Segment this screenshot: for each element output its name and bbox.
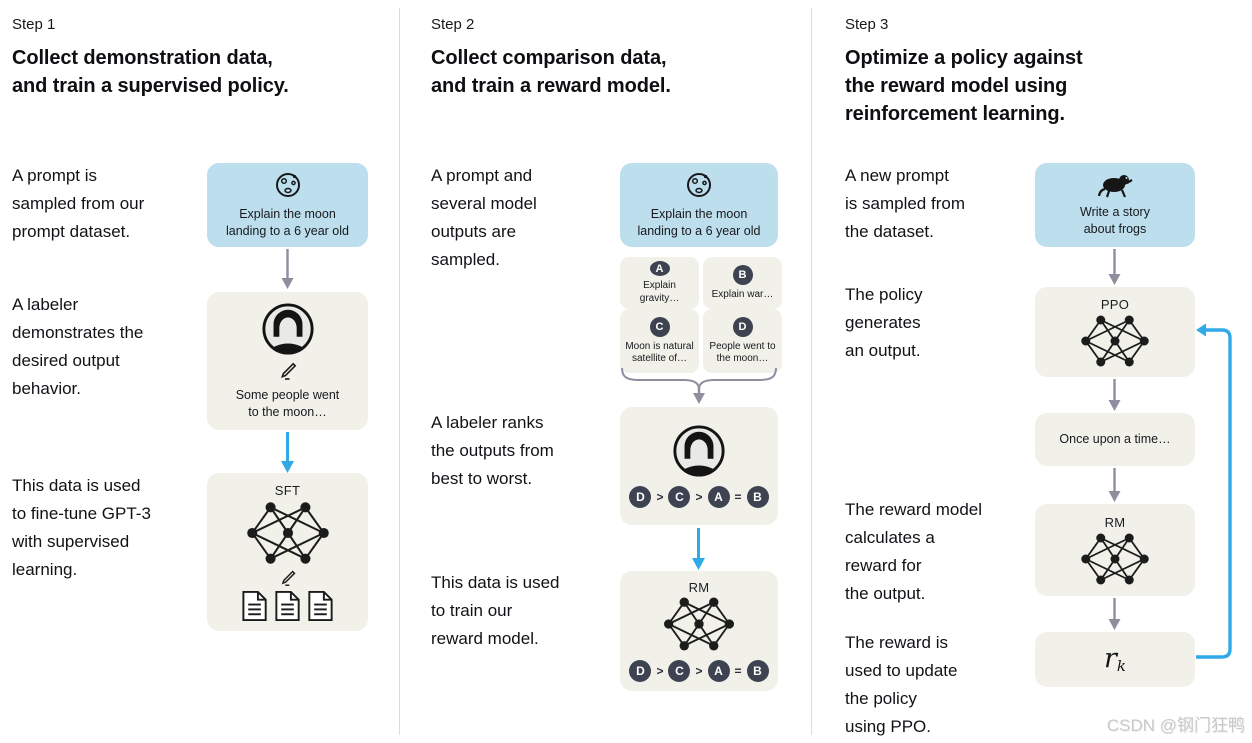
labeler-avatar-icon (673, 425, 725, 477)
output-card-b: B Explain war… (703, 257, 782, 309)
arrow-down-icon (1108, 598, 1121, 630)
reward-value: rk (1104, 643, 1126, 675)
rm-label: RM (1104, 514, 1126, 530)
neural-network-icon (1081, 533, 1149, 584)
output-text-c: Moon is natural satellite of… (625, 340, 694, 365)
rank-separator: > (695, 664, 703, 678)
step3-rm-box: RM (1035, 504, 1195, 596)
step1-labeler-box: Some people went to the moon… (207, 292, 368, 430)
output-card-a: A Explain gravity… (620, 257, 699, 309)
rank-badge: B (746, 486, 769, 508)
step2-title: Collect comparison data, and train a rew… (431, 47, 671, 97)
step2-caption-sampled: A prompt and several model outputs are s… (431, 166, 537, 269)
output-badge-c: C (649, 316, 670, 337)
output-badge-a: A (649, 261, 670, 276)
step2-prompt-box: Explain the moon landing to a 6 year old (620, 163, 778, 247)
step1-caption-prompt: A prompt is sampled from our prompt data… (12, 166, 145, 241)
step1-prompt-box: Explain the moon landing to a 6 year old (207, 163, 368, 247)
output-text-b: Explain war… (711, 288, 774, 300)
moon-icon (687, 173, 711, 197)
step3-prompt-box: Write a story about frogs (1035, 163, 1195, 247)
step2-caption-ranks: A labeler ranks the outputs from best to… (431, 413, 554, 488)
step3-label: Step 3 (845, 16, 889, 33)
step1-title: Collect demonstration data, and train a … (12, 47, 289, 97)
step2-label: Step 2 (431, 16, 475, 33)
step3-title: Optimize a policy against the reward mod… (845, 47, 1083, 125)
arrow-down-icon (281, 249, 294, 289)
step3-ppo-box: PPO (1035, 287, 1195, 377)
arrow-down-icon (1108, 379, 1121, 411)
step1-prompt-text: Explain the moon landing to a 6 year old (225, 207, 349, 238)
step3-caption-policy: The policy generates an output. (845, 285, 923, 360)
output-text-d: People went to the moon… (709, 340, 776, 365)
ppo-label: PPO (1100, 296, 1130, 312)
arrow-down-blue-icon (692, 528, 705, 570)
output-badge-d: D (732, 316, 753, 337)
ranking-row: D > C > A = B (629, 486, 769, 508)
sft-label: SFT (274, 482, 301, 498)
column-divider-2 (811, 8, 812, 735)
step1-caption-finetune: This data is used to fine-tune GPT-3 wit… (12, 476, 151, 579)
documents-icon (241, 590, 333, 621)
rank-badge: A (707, 486, 730, 508)
step1-caption-labeler: A labeler demonstrates the desired outpu… (12, 295, 144, 398)
step2-prompt-text: Explain the moon landing to a 6 year old (637, 207, 761, 238)
output-card-c: C Moon is natural satellite of… (620, 309, 699, 373)
output-text-a: Explain gravity… (639, 280, 680, 304)
rank-separator: > (695, 490, 703, 504)
neural-network-icon (664, 597, 734, 651)
step1-labeler-text: Some people went to the moon… (235, 387, 340, 419)
rm-label: RM (688, 580, 710, 595)
rank-separator: > (656, 490, 664, 504)
arrow-down-icon (1108, 249, 1121, 285)
step3-reward-box: rk (1035, 632, 1195, 687)
rank-separator: = (734, 490, 742, 504)
reward-subscript: k (1116, 657, 1126, 676)
step2-caption-train: This data is used to train our reward mo… (431, 573, 560, 648)
labeler-avatar-icon (261, 302, 314, 355)
ranking-row: D > C > A = B (629, 660, 769, 682)
step1-label: Step 1 (12, 16, 56, 33)
step3-caption-new-prompt: A new prompt is sampled from the dataset… (845, 166, 965, 241)
step3-caption-reward: The reward model calculates a reward for… (845, 500, 983, 603)
step1-sft-box: SFT (207, 473, 368, 631)
rank-badge: C (668, 486, 691, 508)
moon-icon (275, 173, 300, 197)
step3-prompt-text: Write a story about frogs (1080, 205, 1150, 236)
watermark: CSDN @钢门狂鸭 (1106, 716, 1245, 735)
step3-output-text: Once upon a time… (1059, 432, 1171, 446)
neural-network-icon (1081, 315, 1149, 366)
brace-merge-arrow-icon (621, 367, 777, 404)
arrow-down-icon (1108, 468, 1121, 502)
rank-separator: = (734, 664, 742, 678)
step3-caption-update: The reward is used to update the policy … (845, 633, 958, 736)
rank-badge: A (707, 660, 730, 682)
feedback-arrow-icon (1196, 323, 1232, 659)
step2-rm-box: RM D > C > A = B (620, 571, 778, 691)
pencil-icon (280, 362, 296, 380)
frog-icon (1097, 175, 1133, 198)
rank-badge: B (746, 660, 769, 682)
neural-network-icon (246, 501, 329, 564)
output-badge-b: B (732, 264, 753, 285)
rank-badge: D (629, 660, 652, 682)
rank-separator: > (656, 664, 664, 678)
output-card-d: D People went to the moon… (703, 309, 782, 373)
arrow-down-blue-icon (281, 432, 294, 473)
step2-ranking-box: D > C > A = B (620, 407, 778, 525)
reward-symbol: r (1103, 643, 1117, 675)
column-divider-1 (399, 8, 400, 735)
step3-output-box: Once upon a time… (1035, 413, 1195, 466)
pencil-icon (281, 570, 295, 586)
rank-badge: C (668, 660, 691, 682)
rank-badge: D (629, 486, 652, 508)
